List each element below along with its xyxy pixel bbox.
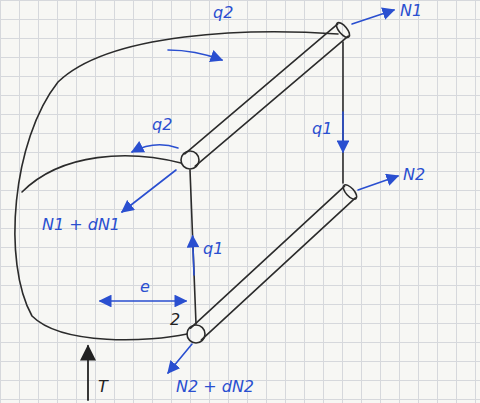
shear-flow-label: q2 xyxy=(152,116,172,134)
force-arrow xyxy=(352,10,394,24)
shear-flow-label: q1 xyxy=(203,240,223,258)
force-label: N1 + dN1 xyxy=(42,216,120,234)
dimension-label: e xyxy=(140,278,150,296)
stringer-edge xyxy=(195,36,348,166)
force-label: N2 + dN2 xyxy=(176,378,254,396)
force-label: N1 xyxy=(400,2,422,20)
force-label: N2 xyxy=(403,166,425,184)
section-wall xyxy=(15,32,338,340)
shear-force-arrow xyxy=(87,346,89,400)
shear-flow-label: q1 xyxy=(312,120,332,138)
force-label: T xyxy=(98,378,108,396)
stringer-end xyxy=(341,183,359,202)
stringer-number: 2 xyxy=(170,311,180,329)
stringer-end xyxy=(334,21,352,40)
inner-wall xyxy=(22,156,181,192)
stringer-edge xyxy=(191,186,345,328)
dimension-line xyxy=(100,300,186,302)
shear-flow-arrow xyxy=(193,236,194,275)
force-arrow xyxy=(168,344,192,373)
shear-flow-arrow xyxy=(342,112,344,152)
force-arrow xyxy=(358,176,398,190)
shear-flow-arrow xyxy=(168,50,222,60)
web xyxy=(190,170,196,324)
stringer-edge xyxy=(201,198,355,340)
stringer-edge xyxy=(185,24,338,154)
shear-flow-arrow xyxy=(132,145,178,152)
shear-flow-label: q2 xyxy=(213,4,233,22)
web xyxy=(342,42,344,183)
stringer-1 xyxy=(181,151,199,169)
force-arrow xyxy=(122,170,176,212)
stringer-2 xyxy=(187,325,205,343)
